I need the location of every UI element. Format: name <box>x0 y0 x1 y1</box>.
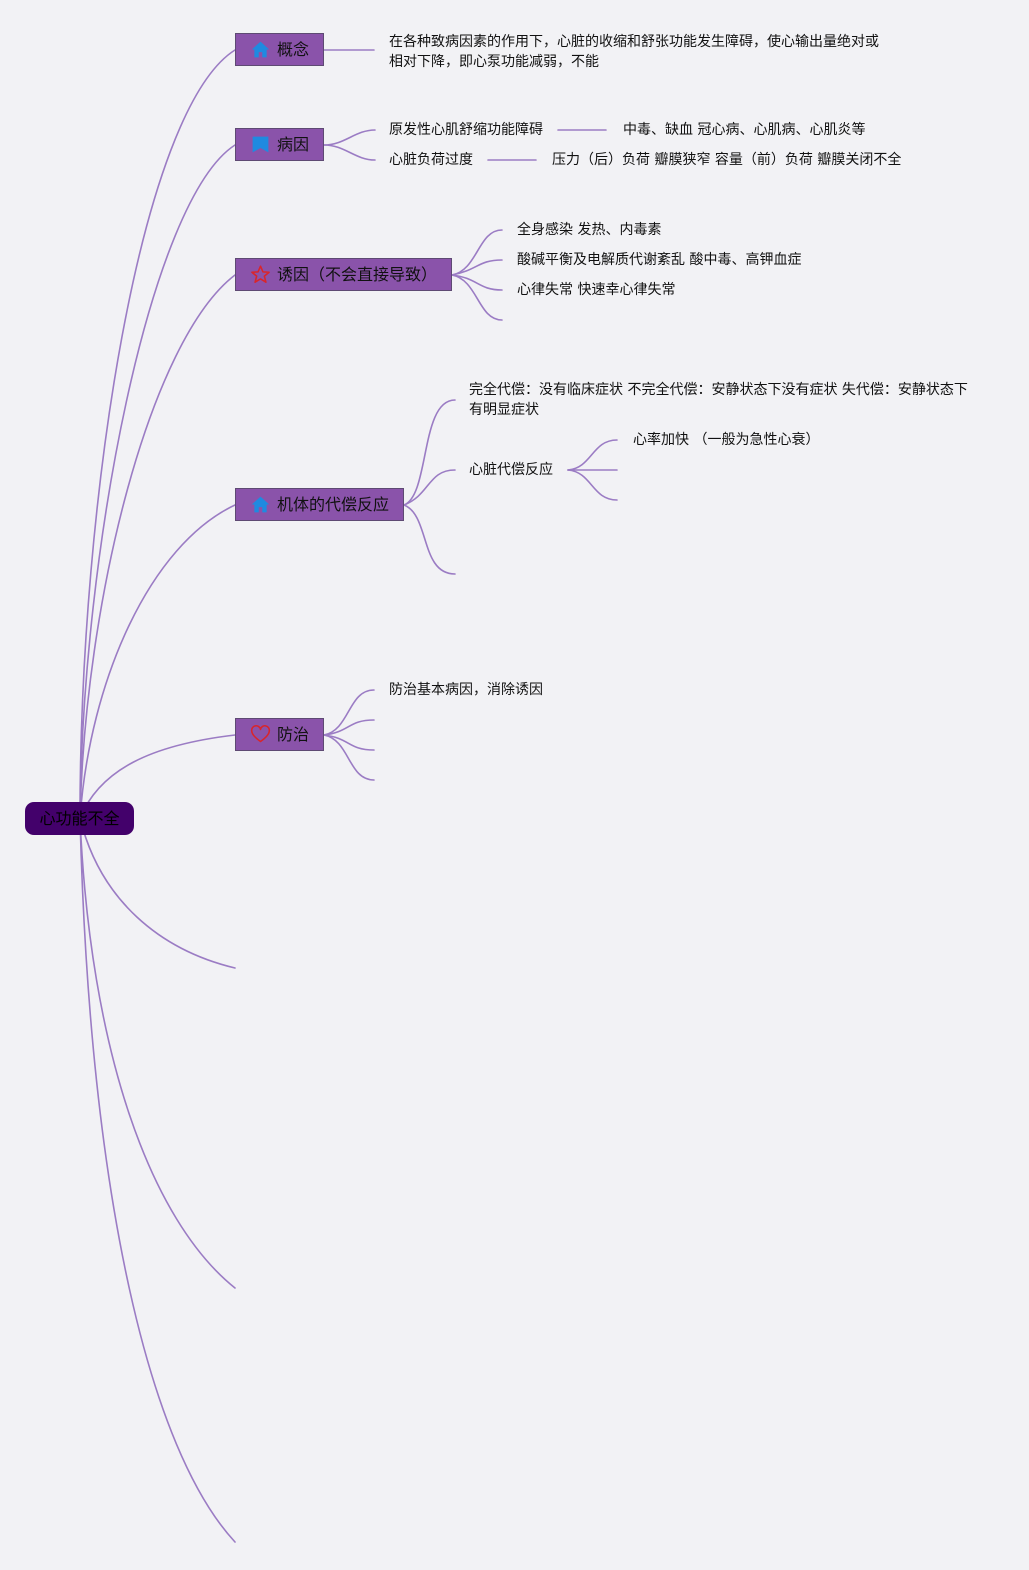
cause-item-1-detail: 中毒、缺血 冠心病、心肌病、心肌炎等 <box>623 122 866 138</box>
link-root-empty-3 <box>79 817 236 1543</box>
link-root-cause <box>79 144 236 819</box>
home-icon <box>250 494 271 515</box>
link-root-empty-2 <box>79 817 236 1289</box>
compensation-item-1: 完全代偿：没有临床症状 不完全代偿：安静状态下没有症状 失代偿：安静状态下有明显… <box>469 382 968 418</box>
compensation-item-cardiac: 心脏代偿反应 <box>469 462 553 478</box>
link-cause-2 <box>323 144 376 161</box>
trigger-item-2: 酸碱平衡及电解质代谢紊乱 酸中毒、高钾血症 <box>517 252 802 268</box>
link-root-prevention <box>79 734 236 819</box>
home-icon <box>250 39 271 60</box>
cardiac-sub-item-1: 心率加快 （一般为急性心衰） <box>633 432 820 448</box>
topic-concept[interactable]: 概念 <box>235 33 324 66</box>
topic-prevention-label: 防治 <box>277 725 310 744</box>
topic-cause[interactable]: 病因 <box>235 128 324 161</box>
topic-compensation-label: 机体的代偿反应 <box>277 495 390 514</box>
link-comp-1 <box>403 399 456 506</box>
link-comp-3 <box>403 504 456 575</box>
link-comp-2 <box>403 469 456 506</box>
cause-item-2-detail: 压力（后）负荷 瓣膜狭窄 容量（前）负荷 瓣膜关闭不全 <box>552 152 902 168</box>
trigger-item-3: 心律失常 快速幸心律失常 <box>517 282 676 298</box>
cause-item-1: 原发性心肌舒缩功能障碍 <box>389 122 543 138</box>
link-cause-1 <box>323 129 376 146</box>
cause-item-2: 心脏负荷过度 <box>389 152 473 168</box>
topic-trigger-label: 诱因（不会直接导致） <box>277 265 438 284</box>
link-root-compensation <box>79 504 236 819</box>
link-root-empty-1 <box>79 817 236 969</box>
link-prev-2 <box>323 719 375 736</box>
topic-compensation[interactable]: 机体的代偿反应 <box>235 488 404 521</box>
root-node[interactable]: 心功能不全 <box>25 802 134 835</box>
root-label: 心功能不全 <box>39 809 120 828</box>
link-root-trigger <box>79 274 236 819</box>
link-prev-3 <box>323 734 375 751</box>
topic-concept-label: 概念 <box>277 40 310 59</box>
link-trigger-2 <box>451 259 503 276</box>
topic-cause-label: 病因 <box>277 135 310 154</box>
link-root-concept <box>79 49 236 819</box>
link-trigger-1 <box>451 229 503 276</box>
link-cardiac-1 <box>567 439 618 471</box>
link-prev-4 <box>323 734 375 781</box>
flag-icon <box>250 134 271 155</box>
prevention-item-1: 防治基本病因，消除诱因 <box>389 682 543 698</box>
link-trigger-4 <box>451 274 503 321</box>
topic-prevention[interactable]: 防治 <box>235 718 324 751</box>
heart-icon <box>250 724 271 745</box>
star-icon <box>250 264 271 285</box>
trigger-item-1: 全身感染 发热、内毒素 <box>517 222 662 238</box>
link-prev-1 <box>323 689 375 736</box>
topic-trigger[interactable]: 诱因（不会直接导致） <box>235 258 452 291</box>
link-cardiac-3 <box>567 469 618 501</box>
concept-text: 在各种致病因素的作用下，心脏的收缩和舒张功能发生障碍，使心输出量绝对或相对下降，… <box>389 34 879 70</box>
